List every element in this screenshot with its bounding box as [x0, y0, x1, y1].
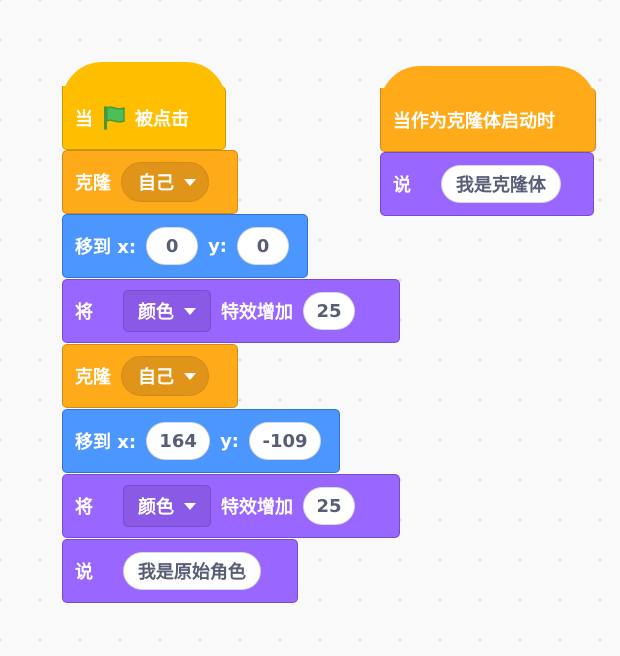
change-effect-block[interactable]: 将 颜色 特效增加 25 [62, 279, 400, 343]
change-effect-block[interactable]: 将 颜色 特效增加 25 [62, 474, 400, 538]
goto-label: 移到 x: [75, 432, 137, 453]
clone-label: 克隆 [75, 173, 111, 194]
say-label: 说 [75, 562, 93, 583]
caret-down-icon [184, 502, 196, 510]
green-flag-icon [99, 103, 129, 133]
create-clone-block[interactable]: 克隆 自己 [62, 344, 238, 408]
say-block[interactable]: 说 我是克隆体 [380, 152, 594, 216]
clone-hat-label: 当作为克隆体启动时 [393, 110, 555, 132]
caret-down-icon [184, 307, 196, 315]
effect-amount-input[interactable]: 25 [303, 487, 355, 525]
when-flag-clicked-block[interactable]: 当 被点击 [62, 86, 226, 150]
hat-suffix-label: 被点击 [135, 108, 189, 130]
effect-value: 颜色 [138, 497, 174, 518]
clone-target-value: 自己 [138, 367, 174, 388]
say-message-input[interactable]: 我是原始角色 [123, 552, 261, 590]
say-label: 说 [393, 175, 411, 196]
y-label: y: [220, 430, 240, 452]
hat-prefix-label: 当 [75, 108, 93, 130]
go-to-xy-block[interactable]: 移到 x: 164 y: -109 [62, 409, 340, 473]
say-message-input[interactable]: 我是克隆体 [441, 165, 561, 203]
effect-action-label: 特效增加 [221, 497, 293, 518]
effect-dropdown[interactable]: 颜色 [123, 485, 211, 527]
clone-target-value: 自己 [138, 173, 174, 194]
effect-label: 将 [75, 497, 93, 518]
clone-label: 克隆 [75, 367, 111, 388]
clone-target-dropdown[interactable]: 自己 [121, 162, 209, 202]
x-input[interactable]: 0 [146, 227, 199, 265]
caret-down-icon [184, 178, 196, 186]
go-to-xy-block[interactable]: 移到 x: 0 y: 0 [62, 214, 308, 278]
effect-amount-input[interactable]: 25 [303, 292, 355, 330]
y-input[interactable]: 0 [237, 227, 290, 265]
clone-target-dropdown[interactable]: 自己 [121, 356, 209, 396]
effect-label: 将 [75, 302, 93, 323]
effect-value: 颜色 [138, 302, 174, 323]
y-label: y: [208, 235, 228, 257]
caret-down-icon [184, 372, 196, 380]
effect-action-label: 特效增加 [221, 302, 293, 323]
create-clone-block[interactable]: 克隆 自己 [62, 150, 238, 214]
y-input[interactable]: -109 [249, 422, 322, 460]
say-block[interactable]: 说 我是原始角色 [62, 539, 298, 603]
when-start-as-clone-block[interactable]: 当作为克隆体启动时 [380, 88, 596, 152]
goto-label: 移到 x: [75, 237, 137, 258]
x-input[interactable]: 164 [146, 422, 211, 460]
effect-dropdown[interactable]: 颜色 [123, 290, 211, 332]
